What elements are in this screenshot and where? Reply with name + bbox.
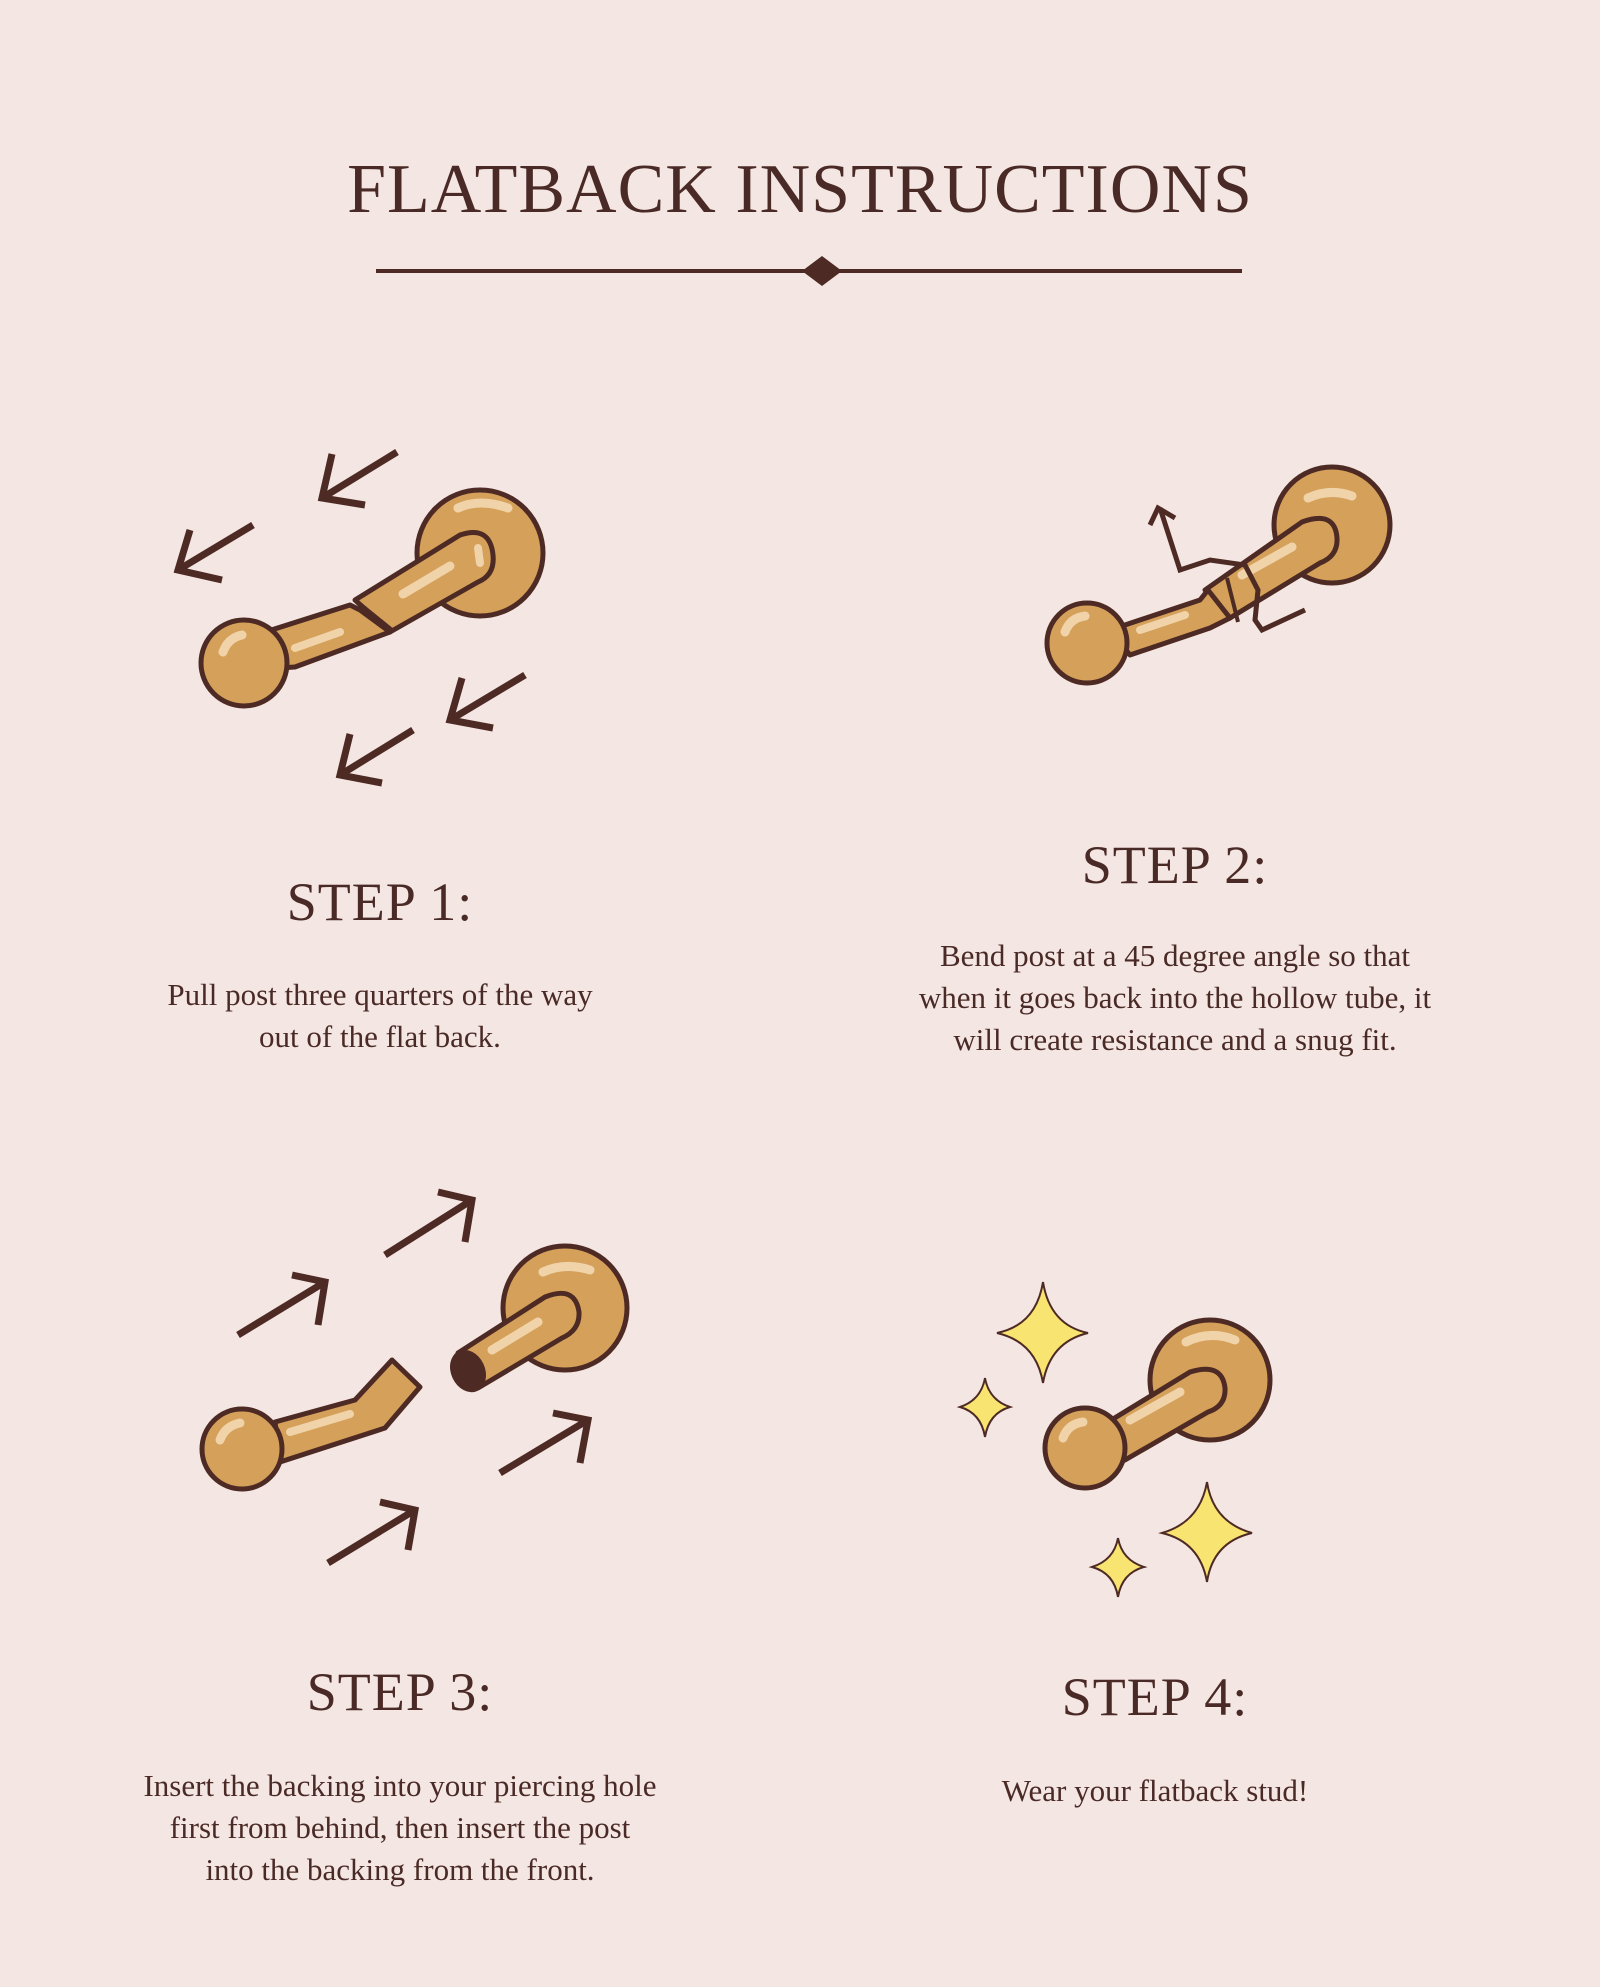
step-3-line-1: Insert the backing into your piercing ho…	[143, 1768, 657, 1803]
arrow-down-left-icon	[335, 727, 415, 787]
step-4-line-1: Wear your flatback stud!	[1001, 1773, 1309, 1808]
step-3-description: Insert the backing into your piercing ho…	[80, 1765, 720, 1891]
step-3-line-2: first from behind, then insert the post	[169, 1810, 631, 1845]
arrow-up-right-icon	[236, 1271, 329, 1338]
arrow-down-left-icon	[317, 449, 399, 509]
step-1-line-1: Pull post three quarters of the way	[167, 977, 593, 1012]
step-2-line-1: Bend post at a 45 degree angle so that	[939, 938, 1411, 973]
step-3-line-3: into the backing from the front.	[205, 1852, 595, 1887]
step-3-title: STEP 3:	[306, 1662, 494, 1722]
arrow-up-right-icon	[326, 1498, 420, 1566]
step-2-description: Bend post at a 45 degree angle so that w…	[855, 935, 1495, 1061]
flatback-sparkle-illustration	[956, 1281, 1273, 1598]
step-1-title: STEP 1:	[286, 872, 474, 932]
page-title: FLATBACK INSTRUCTIONS	[347, 151, 1253, 228]
arrow-down-left-icon	[445, 671, 527, 732]
arrow-up-right-icon	[498, 1409, 593, 1476]
step-1-description: Pull post three quarters of the way out …	[80, 974, 680, 1058]
diamond-icon	[802, 256, 842, 286]
sparkle-icon	[1088, 1537, 1148, 1598]
step-1-line-2: out of the flat back.	[259, 1019, 501, 1054]
flatback-bend-post-illustration	[1044, 464, 1393, 686]
arrow-up-right-icon	[383, 1188, 476, 1258]
sparkle-icon	[1158, 1481, 1253, 1583]
step-4-description: Wear your flatback stud!	[855, 1770, 1455, 1812]
title-divider	[376, 256, 1242, 286]
sparkle-icon	[956, 1377, 1014, 1438]
step-2-line-2: when it goes back into the hollow tube, …	[918, 980, 1432, 1015]
bend-arrow-icon	[1147, 504, 1307, 634]
step-2-line-3: will create resistance and a snug fit.	[953, 1022, 1397, 1057]
flatback-pull-out-illustration	[173, 449, 546, 787]
step-2-title: STEP 2:	[1081, 835, 1269, 895]
flatback-insert-illustration	[199, 1188, 630, 1566]
tube-opening	[450, 1349, 486, 1393]
step-4-title: STEP 4:	[1061, 1667, 1249, 1727]
arrow-down-left-icon	[173, 521, 255, 584]
sparkle-icon	[996, 1281, 1089, 1384]
